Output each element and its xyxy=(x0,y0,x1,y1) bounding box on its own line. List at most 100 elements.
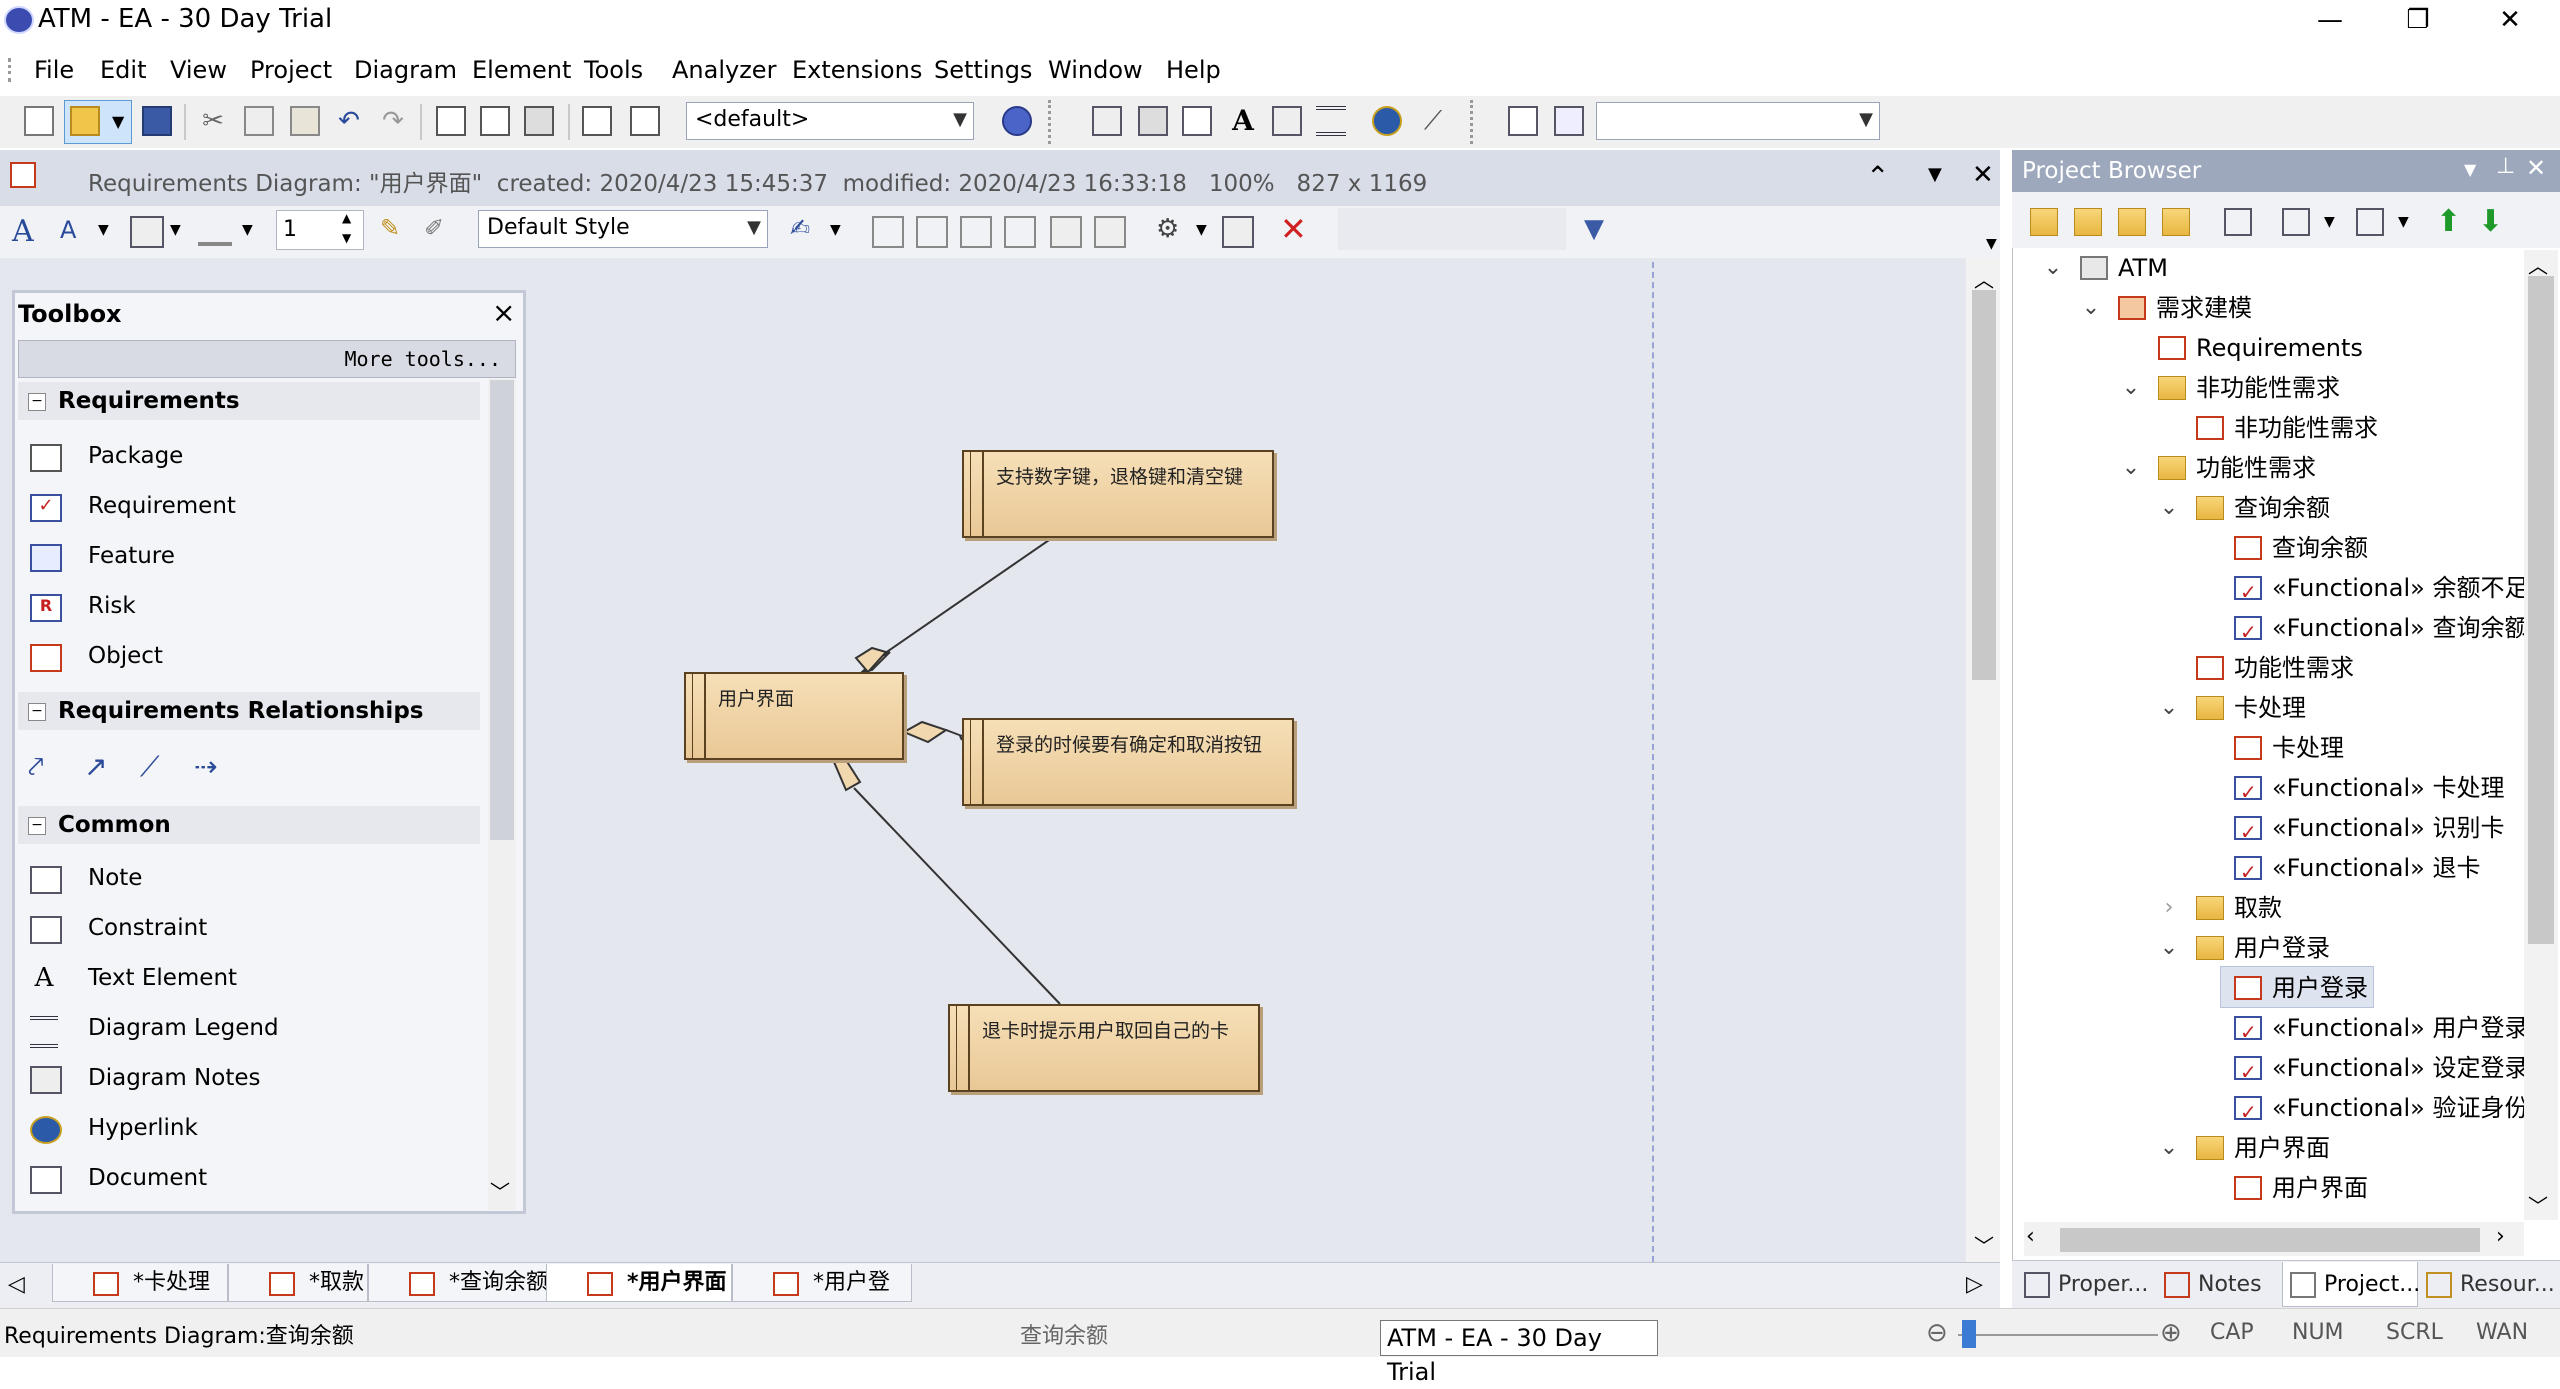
tree-node-atm[interactable]: ⌄ATM xyxy=(2044,248,2168,288)
toolbox-group-common[interactable]: −Common xyxy=(18,806,480,844)
close-icon[interactable]: ✕ xyxy=(2499,5,2521,35)
align-center-icon[interactable] xyxy=(916,216,948,248)
chevron-down-icon[interactable]: ▼ xyxy=(1986,236,1997,252)
browser-scroll-thumb[interactable] xyxy=(2528,276,2554,944)
expand-icon[interactable]: ⌄ xyxy=(2121,375,2141,400)
tab-resources[interactable]: Resour... xyxy=(2426,1262,2555,1308)
menu-window[interactable]: Window xyxy=(1048,56,1143,84)
same-size-icon[interactable] xyxy=(1050,216,1082,248)
search-model-icon[interactable] xyxy=(630,106,660,136)
association-tool-icon[interactable]: ↗ xyxy=(84,750,108,783)
requirement-login-buttons[interactable]: 登录的时候要有确定和取消按钮 xyxy=(962,718,1294,806)
tree-node-req-query-balance[interactable]: «Functional» 查询余额 xyxy=(2234,608,2528,652)
collapsed-icon[interactable]: › xyxy=(2164,895,2174,920)
new-diagram-icon[interactable] xyxy=(1092,106,1122,136)
new-diagram-icon[interactable] xyxy=(2162,208,2190,236)
text-icon[interactable]: A xyxy=(1232,104,1254,137)
zoom-out-icon[interactable]: ⊖ xyxy=(1926,1318,1948,1348)
hyperlink-globe-icon[interactable] xyxy=(1372,106,1402,136)
new-view-icon[interactable] xyxy=(2118,208,2146,236)
toolbox-item-object[interactable]: Object xyxy=(30,636,163,676)
page-setup-icon[interactable] xyxy=(480,106,510,136)
tree-node-functional-pkg[interactable]: ⌄功能性需求 xyxy=(2122,448,2316,488)
realize-tool-icon[interactable]: ⟋ xyxy=(140,750,160,783)
list-icon[interactable] xyxy=(1316,106,1346,136)
expand-icon[interactable]: ⌄ xyxy=(2159,935,2179,960)
close-diagram-icon[interactable]: ✕ xyxy=(1972,160,1994,190)
tree-node-req-set-login[interactable]: «Functional» 设定登录 xyxy=(2234,1048,2528,1092)
pin-icon[interactable]: ⊥ xyxy=(2496,154,2516,179)
menu-extensions[interactable]: Extensions xyxy=(792,56,923,84)
toolbox-item-package[interactable]: Package xyxy=(30,436,183,476)
font-color-icon[interactable]: A xyxy=(60,216,77,244)
scroll-up-icon[interactable]: ︿ xyxy=(1974,268,1994,292)
tab-user-login[interactable]: *用户登录 xyxy=(732,1264,912,1333)
menu-diagram[interactable]: Diagram xyxy=(354,56,458,84)
tree-node-req-user-login[interactable]: «Functional» 用户登录 xyxy=(2234,1008,2528,1052)
tree-node-withdraw-pkg[interactable]: ›取款 xyxy=(2165,888,2282,928)
collapse-icon[interactable]: − xyxy=(28,816,46,835)
chevron-down-icon[interactable]: ▼ xyxy=(242,222,253,238)
menu-file[interactable]: File xyxy=(34,56,75,84)
tab-user-interface[interactable]: *用户界面 xyxy=(546,1264,732,1302)
aggregation-tool-icon[interactable]: ⤤ xyxy=(28,750,44,783)
chevron-down-icon[interactable]: ▼ xyxy=(1928,164,1942,185)
style-select[interactable]: Default Style▼ xyxy=(478,210,768,248)
chevron-down-icon[interactable]: ▼ xyxy=(2324,214,2335,230)
tree-node-card-diagram[interactable]: 卡处理 xyxy=(2234,728,2344,768)
line-color-icon[interactable] xyxy=(198,218,232,246)
help-icon[interactable] xyxy=(1002,106,1032,136)
filter-icon[interactable]: ▼ xyxy=(1584,214,1604,244)
align-left-icon[interactable] xyxy=(872,216,904,248)
save-icon[interactable] xyxy=(142,106,172,136)
minimize-icon[interactable]: — xyxy=(2317,5,2343,35)
toolbox-item-diagram-notes[interactable]: Diagram Notes xyxy=(30,1058,261,1098)
tree-node-functional-diagram[interactable]: 功能性需求 xyxy=(2196,648,2354,688)
tree-node-balance-diagram[interactable]: 查询余额 xyxy=(2234,528,2368,568)
chevron-down-icon[interactable]: ▼ xyxy=(2398,214,2409,230)
collapse-icon[interactable]: − xyxy=(28,392,46,411)
toolbox-item-feature[interactable]: Feature xyxy=(30,536,175,576)
find-icon[interactable] xyxy=(582,106,612,136)
chevron-down-icon[interactable]: ▼ xyxy=(98,222,109,238)
cut-icon[interactable]: ✂ xyxy=(202,106,224,136)
diagram-icon[interactable] xyxy=(1138,106,1168,136)
tree-node-ui-diagram[interactable]: 用户界面 xyxy=(2234,1168,2368,1208)
canvas-scroll-thumb[interactable] xyxy=(1972,290,1996,680)
new-file-icon[interactable] xyxy=(24,106,54,136)
tree-node-requirements-model[interactable]: ⌄需求建模 xyxy=(2082,288,2252,328)
toolbox-group-relationships[interactable]: −Requirements Relationships xyxy=(18,692,480,730)
perspective-select[interactable]: <default>▼ xyxy=(686,102,974,140)
menu-analyzer[interactable]: Analyzer xyxy=(672,56,777,84)
close-panel-icon[interactable]: ✕ xyxy=(2526,154,2547,182)
tree-node-req-identify-card[interactable]: «Functional» 识别卡 xyxy=(2234,808,2504,852)
requirement-numeric-keys[interactable]: 支持数字键，退格键和清空键 xyxy=(962,450,1274,538)
expand-icon[interactable]: ⌄ xyxy=(2081,295,2101,320)
fill-color-icon[interactable] xyxy=(130,216,164,248)
tree-node-login-pkg[interactable]: ⌄用户登录 xyxy=(2160,928,2330,968)
toolbox-close-icon[interactable]: × xyxy=(492,296,516,329)
find-in-browser-icon[interactable] xyxy=(2224,208,2252,236)
properties-icon[interactable] xyxy=(1222,216,1254,248)
redo-icon[interactable]: ↷ xyxy=(382,106,404,136)
tree-node-ui-pkg[interactable]: ⌄用户界面 xyxy=(2160,1128,2330,1168)
requirement-eject-card-prompt[interactable]: 退卡时提示用户取回自己的卡 xyxy=(948,1004,1260,1092)
chevron-down-icon[interactable]: ▼ xyxy=(2464,160,2477,179)
zoom-slider-track[interactable] xyxy=(1958,1334,2158,1336)
print-preview-icon[interactable] xyxy=(436,106,466,136)
scroll-down-icon[interactable]: ﹀ xyxy=(2528,1194,2548,1218)
toolbox-scroll-thumb[interactable] xyxy=(490,380,514,840)
tree-node-nonfunctional-diagram[interactable]: 非功能性需求 xyxy=(2196,408,2378,448)
browser-hscroll-thumb[interactable] xyxy=(2060,1228,2480,1252)
menu-project[interactable]: Project xyxy=(250,56,333,84)
tab-scroll-right-icon[interactable]: ▷ xyxy=(1966,1272,1983,1297)
expand-icon[interactable]: ⌄ xyxy=(2159,1135,2179,1160)
zoom-in-icon[interactable]: ⊕ xyxy=(2160,1318,2182,1348)
connector-icon[interactable]: ⟋ xyxy=(1423,106,1443,136)
document-icon[interactable] xyxy=(1182,106,1212,136)
scroll-up-icon[interactable]: ︿ xyxy=(2528,254,2548,278)
toolbox-item-constraint[interactable]: Constraint xyxy=(30,908,207,948)
expand-icon[interactable]: ⌄ xyxy=(2159,695,2179,720)
